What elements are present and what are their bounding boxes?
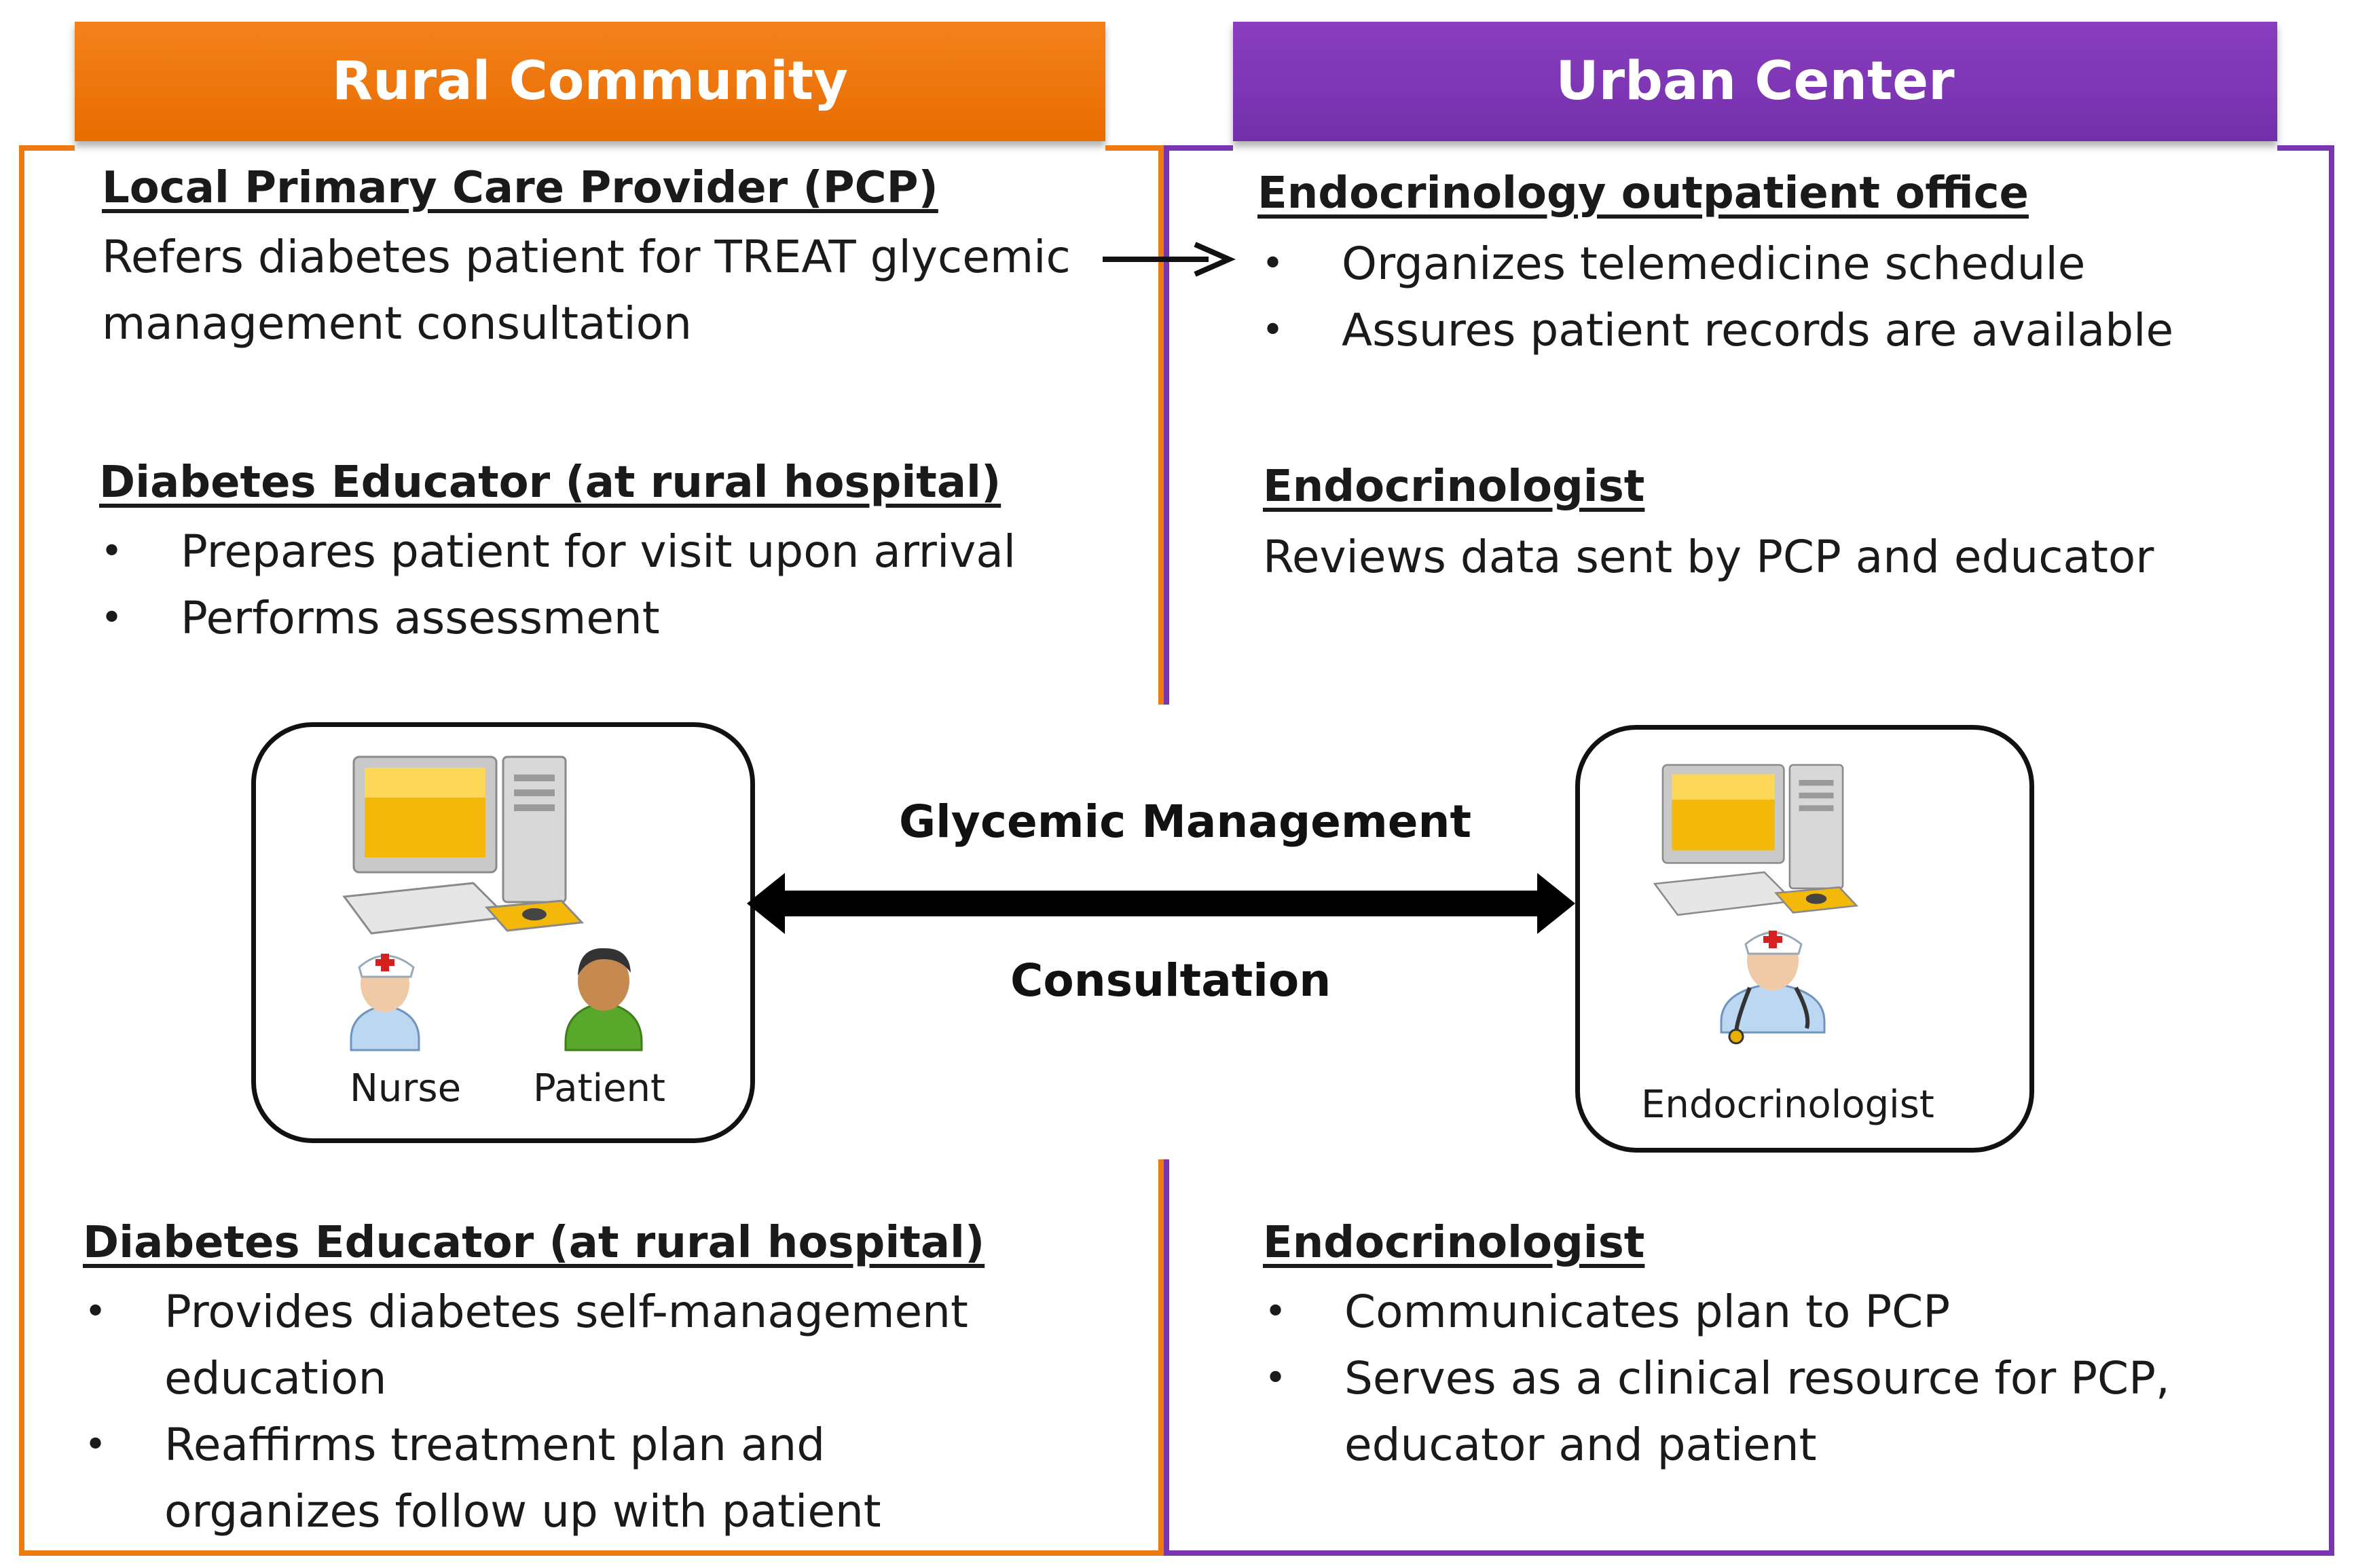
doctor-icon [1720,931,1826,1045]
list-item: Performs assessment [100,585,1146,652]
patient-icon [564,948,643,1051]
pcp-description: Refers diabetes patient for TREAT glycem… [102,224,1161,357]
endocrinologist-followup-heading: Endocrinologist [1263,1218,1645,1268]
list-item: Assures patient records are available [1262,297,2321,364]
rural-community-header: Rural Community [75,22,1105,141]
list-item-line: organizes follow up with patient [164,1485,881,1537]
list-item-line: education [164,1352,387,1404]
urban-workstation-illustration [1653,764,1859,1045]
list-item: Provides diabetes self-management educat… [84,1279,1143,1412]
consultation-label: Consultation [1010,954,1331,1007]
list-item-line: educator and patient [1344,1419,1817,1471]
list-item-line: Provides diabetes self-management [164,1286,968,1338]
consultation-double-arrow [747,873,1575,934]
list-item: Organizes telemedicine schedule [1262,231,2321,297]
computer-icon [342,755,585,935]
list-item-line: Reaffirms treatment plan and [164,1419,826,1471]
patient-label: Patient [533,1066,665,1110]
endocrinologist-review-text: Reviews data sent by PCP and educator [1263,531,2154,583]
office-bullet-list: Organizes telemedicine schedule Assures … [1262,231,2321,364]
rural-workstation-box: Nurse Patient [251,722,755,1143]
list-item-line: Serves as a clinical resource for PCP, [1344,1352,2170,1404]
nurse-label: Nurse [350,1066,462,1110]
endocrinologist-followup-bullet-list: Communicates plan to PCP Serves as a cli… [1264,1279,2323,1478]
list-item: Serves as a clinical resource for PCP, e… [1264,1345,2323,1478]
urban-center-title: Urban Center [1556,51,1955,112]
urban-workstation-box: Endocrinologist [1575,725,2034,1153]
list-item: Reaffirms treatment plan and organizes f… [84,1412,1143,1545]
pcp-description-line: Refers diabetes patient for TREAT glycem… [102,231,1071,283]
educator-prep-heading: Diabetes Educator (at rural hospital) [99,458,1001,508]
list-item: Prepares patient for visit upon arrival [100,519,1146,585]
urban-center-header: Urban Center [1233,22,2277,141]
office-heading: Endocrinology outpatient office [1257,168,2029,219]
referral-arrow [1103,242,1236,277]
educator-followup-heading: Diabetes Educator (at rural hospital) [83,1218,985,1268]
educator-prep-bullet-list: Prepares patient for visit upon arrival … [100,519,1146,652]
pcp-heading: Local Primary Care Provider (PCP) [102,163,938,213]
list-item: Communicates plan to PCP [1264,1279,2323,1345]
educator-followup-bullet-list: Provides diabetes self-management educat… [84,1279,1143,1545]
rural-community-title: Rural Community [332,51,848,112]
nurse-icon [350,954,420,1051]
list-item-line: Communicates plan to PCP [1344,1286,1951,1338]
rural-workstation-illustration [342,755,643,1051]
glycemic-management-label: Glycemic Management [899,796,1472,848]
computer-icon [1653,764,1859,916]
endocrinologist-label: Endocrinologist [1641,1083,1934,1127]
pcp-description-line: management consultation [102,297,692,350]
endocrinologist-review-heading: Endocrinologist [1263,462,1645,512]
